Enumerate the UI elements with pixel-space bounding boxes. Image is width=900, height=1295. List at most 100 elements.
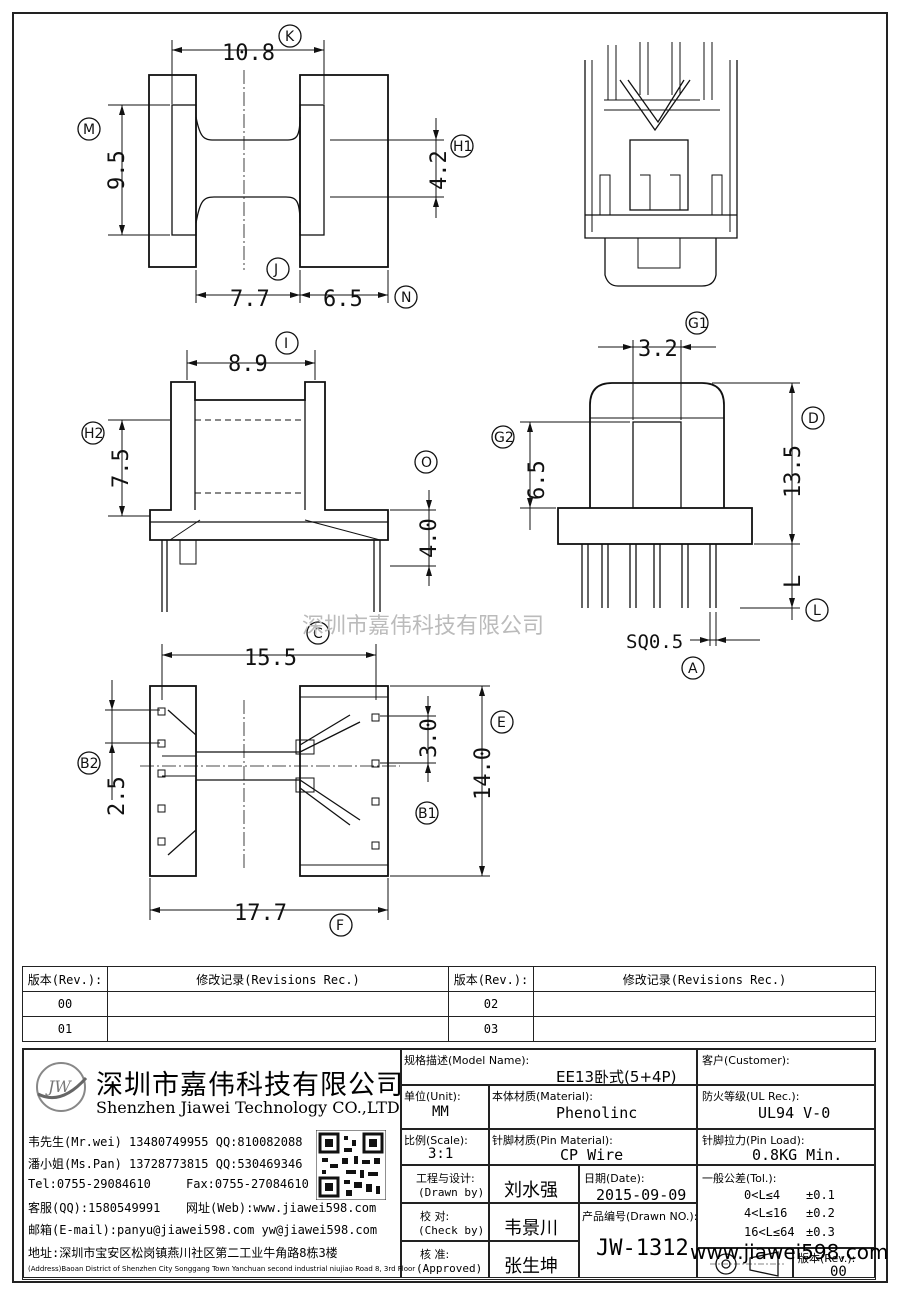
dim-15-5: 15.5 bbox=[244, 646, 297, 671]
dim-9-5: 9.5 bbox=[105, 150, 130, 190]
bubble-I: I bbox=[284, 336, 288, 352]
dim-6-5-top: 6.5 bbox=[323, 287, 363, 312]
bottom-view: 15.5 3.0 14.0 2.5 17.7 bbox=[105, 644, 496, 926]
bubble-M: M bbox=[83, 122, 95, 138]
load-value: 0.8KG Min. bbox=[752, 1146, 843, 1164]
drawn-label-en: (Drawn by) bbox=[418, 1186, 485, 1199]
bubble-C: C bbox=[313, 626, 323, 642]
model-value: EE13卧式(5+4P) bbox=[556, 1068, 677, 1086]
dim-17-7: 17.7 bbox=[234, 901, 287, 926]
bubble-B1: B1 bbox=[418, 806, 437, 822]
dim-L: L bbox=[781, 575, 806, 588]
dim-4-0: 4.0 bbox=[417, 518, 442, 558]
contact-address-en: (Address)Baoan District of Shenzhen City… bbox=[28, 1265, 416, 1273]
contact-web: 网址(Web):www.jiawei598.com bbox=[186, 1201, 377, 1215]
rev-header-3: 版本(Rev.): bbox=[448, 966, 534, 992]
side-view: 8.9 7.5 4.0 bbox=[108, 350, 442, 612]
check-value: 韦景川 bbox=[504, 1218, 558, 1239]
rev-header-2: 修改记录(Revisions Rec.) bbox=[107, 966, 449, 992]
ul-value: UL94 V-0 bbox=[758, 1104, 831, 1122]
dim-7-7: 7.7 bbox=[230, 287, 270, 312]
rev-header-4: 修改记录(Revisions Rec.) bbox=[533, 966, 876, 992]
bubble-G2: G2 bbox=[494, 430, 514, 446]
bubble-F: F bbox=[336, 918, 344, 934]
approved-label-en: (Approved) bbox=[416, 1262, 483, 1275]
contact-wei: 韦先生(Mr.wei) 13480749955 QQ:810082088 bbox=[28, 1135, 303, 1149]
approved-value: 张生坤 bbox=[504, 1256, 558, 1277]
tol2-range: 4<L≤16 bbox=[744, 1206, 788, 1220]
pin-value: CP Wire bbox=[560, 1146, 624, 1164]
customer-label: 客户(Customer): bbox=[702, 1054, 790, 1067]
bubble-E: E bbox=[497, 715, 506, 731]
watermark: 深圳市嘉伟科技有限公司 bbox=[302, 614, 544, 639]
load-label: 针脚拉力(Pin Load): bbox=[702, 1134, 805, 1147]
bubble-B2: B2 bbox=[80, 756, 99, 772]
tol3-range: 16<L≤64 bbox=[744, 1225, 795, 1239]
bubble-H2: H2 bbox=[84, 426, 103, 442]
rev-header-1: 版本(Rev.): bbox=[22, 966, 108, 992]
rev-cell: 00 bbox=[22, 991, 108, 1017]
date-label: 日期(Date): bbox=[584, 1172, 645, 1185]
dim-6-5-front: 6.5 bbox=[525, 460, 550, 500]
front-view: 3.2 6.5 13.5 L SQ0.5 bbox=[520, 337, 806, 653]
bubble-O: O bbox=[421, 455, 432, 471]
logo-text: JW bbox=[45, 1077, 72, 1096]
watermark-url: www.jiawei598.com bbox=[690, 1240, 889, 1264]
ul-label: 防火等级(UL Rec.): bbox=[702, 1090, 800, 1103]
approved-label-cn: 核 准: bbox=[420, 1248, 450, 1261]
technical-drawing: 10.8 9.5 4.2 7.7 6.5 bbox=[77, 24, 829, 937]
dim-4-2: 4.2 bbox=[427, 150, 452, 190]
dim-8-9: 8.9 bbox=[228, 352, 268, 377]
contact-pan: 潘小姐(Ms.Pan) 13728773815 QQ:530469346 bbox=[28, 1157, 303, 1171]
tol1-value: ±0.1 bbox=[806, 1188, 835, 1202]
jw-logo-icon: JW bbox=[36, 1062, 88, 1112]
tol3-value: ±0.3 bbox=[806, 1225, 835, 1239]
dim-3-2: 3.2 bbox=[638, 337, 678, 362]
material-value: Phenolinc bbox=[556, 1104, 638, 1122]
scale-value: 3:1 bbox=[428, 1146, 454, 1162]
bubble-D: D bbox=[808, 411, 819, 427]
dim-7-5: 7.5 bbox=[109, 448, 134, 488]
check-label-en: (Check by) bbox=[418, 1224, 485, 1237]
rev-cell: 01 bbox=[22, 1016, 108, 1042]
dim-14-0: 14.0 bbox=[471, 747, 496, 800]
check-label-cn: 校 对: bbox=[420, 1210, 450, 1223]
contact-address: 地址:深圳市宝安区松岗镇燕川社区第二工业牛角路8栋3楼 bbox=[28, 1246, 338, 1260]
scale-label: 比例(Scale): bbox=[404, 1134, 468, 1147]
qr-code-icon bbox=[316, 1130, 386, 1200]
title-block bbox=[22, 1048, 876, 1280]
revision-table: 版本(Rev.): 修改记录(Revisions Rec.) 版本(Rev.):… bbox=[22, 966, 876, 1042]
projection-symbol-icon bbox=[710, 1251, 784, 1277]
contact-fax: Fax:0755-27084610 bbox=[186, 1177, 309, 1191]
pin-label: 针脚材质(Pin Material): bbox=[492, 1134, 613, 1147]
dim-13-5: 13.5 bbox=[781, 445, 806, 498]
iso-view bbox=[584, 42, 738, 287]
rev-cell: 02 bbox=[448, 991, 534, 1017]
unit-value: MM bbox=[432, 1104, 449, 1120]
dim-sq0-5: SQ0.5 bbox=[626, 631, 683, 653]
bubble-G1: G1 bbox=[688, 316, 708, 332]
date-value: 2015-09-09 bbox=[596, 1186, 687, 1204]
contact-qq: 客服(QQ):1580549991 bbox=[28, 1201, 161, 1215]
rev-label: 版本(Rev.): bbox=[798, 1252, 856, 1265]
top-left-view: 10.8 9.5 4.2 7.7 6.5 bbox=[105, 40, 452, 312]
rev-value: 00 bbox=[830, 1264, 847, 1280]
bubble-J: J bbox=[273, 262, 278, 278]
company-name-cn: 深圳市嘉伟科技有限公司 bbox=[96, 1070, 404, 1101]
dim-10-8: 10.8 bbox=[222, 41, 275, 66]
drawno-label: 产品编号(Drawn NO.): bbox=[582, 1210, 698, 1223]
bubble-A: A bbox=[688, 661, 698, 677]
contact-email: 邮箱(E-mail):panyu@jiawei598.com yw@jiawei… bbox=[28, 1223, 378, 1237]
bubble-H1: H1 bbox=[453, 139, 472, 155]
drawno-value: JW-1312 bbox=[596, 1236, 689, 1261]
bubble-N: N bbox=[401, 290, 411, 306]
bubble-K: K bbox=[285, 29, 295, 45]
tol1-range: 0<L≤4 bbox=[744, 1188, 781, 1202]
model-label: 规格描述(Model Name): bbox=[404, 1054, 530, 1067]
rev-cell: 03 bbox=[448, 1016, 534, 1042]
dim-3-0: 3.0 bbox=[417, 718, 442, 758]
bubble-labels: K M H1 J N I H2 O G1 G2 D L A C E B2 B1 … bbox=[77, 24, 829, 937]
bubble-L: L bbox=[813, 603, 821, 619]
tol2-value: ±0.2 bbox=[806, 1206, 835, 1220]
company-name-en: Shenzhen Jiawei Technology CO.,LTD bbox=[96, 1098, 400, 1117]
